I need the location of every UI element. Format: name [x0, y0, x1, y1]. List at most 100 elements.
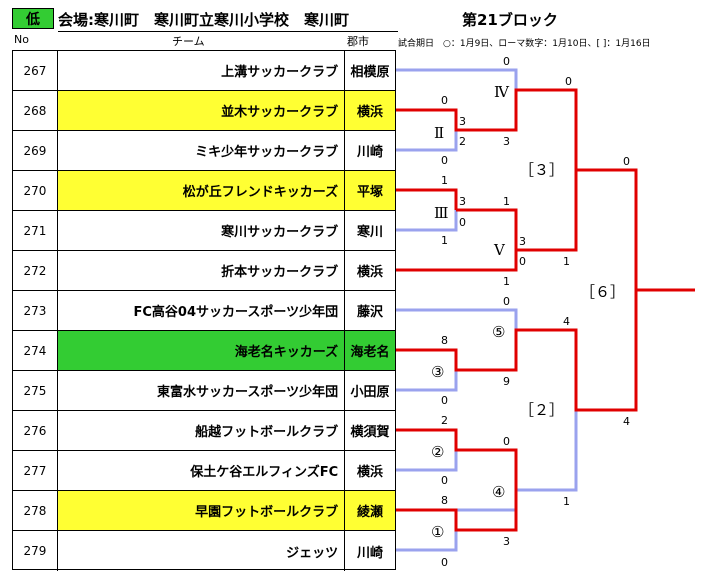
score: 3 [459, 195, 466, 208]
score: 0 [441, 154, 448, 167]
team-city: 横浜 [345, 91, 395, 130]
round-label-c3: ③ [431, 363, 444, 381]
team-city: 横浜 [357, 265, 384, 280]
col-header-no: No [14, 33, 29, 46]
team-name: 並木サッカークラブ [57, 91, 346, 130]
venue-title: 会場:寒川町 寒川町立寒川小学校 寒川町 [58, 9, 398, 32]
round-label-r2: ［２］ [519, 401, 564, 419]
team-city: 相模原 [350, 65, 390, 80]
level-badge: 低 [12, 8, 54, 29]
round-label-II: Ⅱ [434, 124, 444, 142]
team-city: 綾瀬 [345, 491, 395, 530]
round-label-r3: ［３］ [519, 161, 564, 179]
score: 3 [519, 235, 526, 248]
score: 1 [503, 275, 510, 288]
score: 4 [563, 315, 570, 328]
score: 4 [623, 415, 630, 428]
team-number: 271 [13, 211, 58, 250]
score: 0 [441, 394, 448, 407]
score: 1 [441, 174, 448, 187]
team-name: ミキ少年サッカークラブ [58, 131, 346, 170]
team-number: 276 [13, 411, 58, 450]
schedule-legend: 試合期日 ○：1月9日、ローマ数字：1月10日、[ ]：1月16日 [398, 39, 651, 49]
score: 0 [441, 94, 448, 107]
score: 0 [503, 55, 510, 68]
team-name: 早園フットボールクラブ [57, 491, 346, 530]
team-number: 274 [13, 331, 58, 370]
team-number: 279 [13, 531, 58, 571]
score: 1 [563, 495, 570, 508]
score: 3 [503, 135, 510, 148]
round-label-c5: ⑤ [492, 323, 505, 341]
team-name: 船越フットボールクラブ [58, 411, 346, 450]
team-name: 寒川サッカークラブ [58, 211, 346, 250]
team-name: 松が丘フレンドキッカーズ [57, 171, 346, 210]
team-number: 268 [13, 91, 58, 130]
team-city: 藤沢 [357, 305, 384, 320]
team-city: 寒川 [357, 225, 384, 240]
team-name: 上溝サッカークラブ [58, 51, 346, 90]
team-name: ジェッツ [58, 531, 346, 571]
score: 0 [519, 255, 526, 268]
round-label-V: Ⅴ [493, 241, 506, 259]
team-city: 川崎 [357, 545, 384, 561]
team-name: 海老名キッカーズ [57, 331, 346, 370]
team-name: 東富水サッカースポーツ少年団 [58, 371, 346, 410]
team-name: FC高谷04サッカースポーツ少年団 [58, 291, 346, 330]
round-label-III: Ⅲ [434, 204, 448, 222]
col-header-team: チーム [172, 35, 205, 48]
score: 0 [459, 216, 466, 229]
team-city: 横浜 [357, 465, 384, 480]
score: 0 [503, 295, 510, 308]
team-city: 小田原 [350, 385, 390, 400]
team-number: 267 [13, 51, 58, 90]
winner-lines [396, 88, 695, 532]
score: 0 [441, 556, 448, 569]
score: 8 [441, 494, 448, 507]
team-number: 278 [13, 491, 58, 530]
score: 9 [503, 375, 510, 388]
round-label-r6: ［６］ [580, 283, 625, 301]
score: 2 [459, 135, 466, 148]
score: 3 [503, 535, 510, 548]
round-label-IV: Ⅳ [494, 83, 510, 101]
team-number: 277 [13, 451, 58, 490]
team-city: 川崎 [357, 145, 384, 160]
score: 1 [503, 195, 510, 208]
team-city: 横須賀 [350, 425, 390, 440]
score: 3 [459, 115, 466, 128]
score: 0 [623, 155, 630, 168]
block-title: 第21ブロック [462, 11, 558, 29]
scores: 0 0 0 3 2 3 0 1 3 1 0 3 0 1 1 0 4 8 9 0 … [441, 55, 630, 569]
score: 0 [441, 474, 448, 487]
score: 1 [441, 234, 448, 247]
team-name: 折本サッカークラブ [58, 251, 346, 290]
team-number: 272 [13, 251, 58, 290]
round-label-c1: ① [431, 523, 444, 541]
round-label-c4: ④ [492, 483, 505, 501]
team-name: 保土ケ谷エルフィンズFC [58, 451, 346, 490]
score: 0 [503, 435, 510, 448]
team-number: 270 [13, 171, 58, 210]
team-city: 平塚 [345, 171, 395, 210]
team-number: 269 [13, 131, 58, 170]
team-number: 273 [13, 291, 58, 330]
score: 0 [565, 75, 572, 88]
team-city: 海老名 [345, 331, 395, 370]
col-header-city: 郡市 [347, 35, 369, 48]
score: 1 [563, 255, 570, 268]
team-number: 275 [13, 371, 58, 410]
